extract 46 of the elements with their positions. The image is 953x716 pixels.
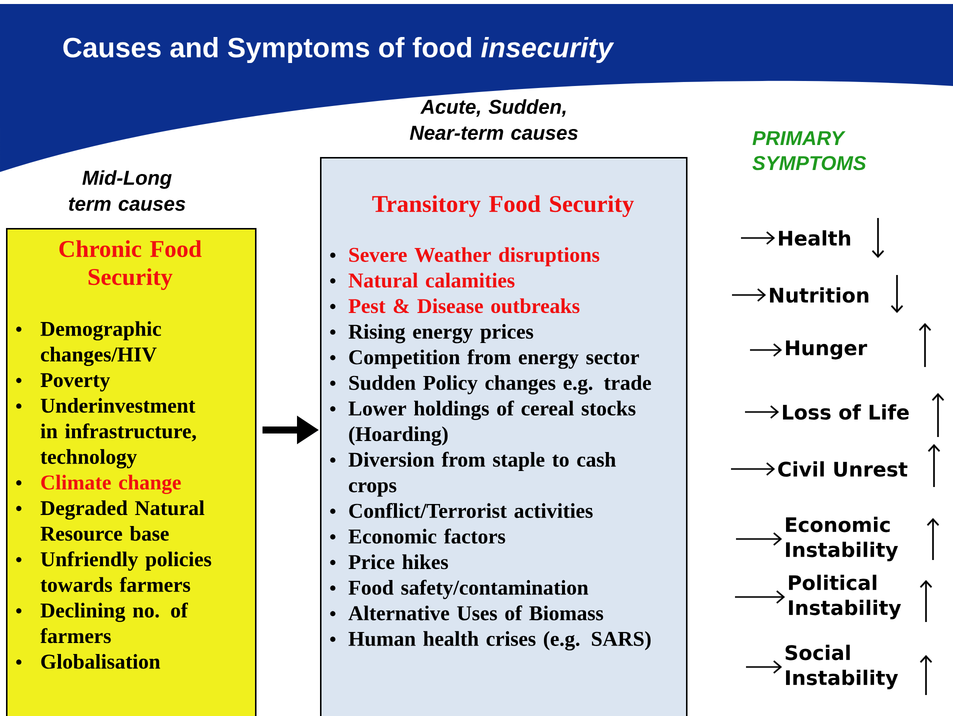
symptom-label: Nutrition <box>770 287 868 303</box>
panel-heading: Chronic Food Security <box>59 240 202 290</box>
bullet-item: Food safety/contamination <box>330 580 588 600</box>
bullet-item: Sudden Policy changes e.g. trade <box>330 375 651 394</box>
bullet-item: Unfriendly policies towards farmers <box>16 551 212 592</box>
bullet-item: Demographic changes/HIV <box>16 321 161 366</box>
bullet-item: Pest & Disease outbreaks <box>330 298 580 314</box>
symptom-label: Loss of Life <box>783 404 909 420</box>
arrow <box>741 231 775 245</box>
bullet-item: Declining no. of farmers <box>16 602 188 644</box>
bullet-item: Rising energy prices <box>330 324 534 344</box>
arrow <box>745 405 779 419</box>
arrow <box>746 660 782 674</box>
bullet-item: Conflict/Terrorist activities <box>330 502 593 518</box>
column-heading: Mid-Long term causes <box>68 170 186 211</box>
bullet-item: Degraded Natural Resource base <box>16 500 204 541</box>
symptom-label: Hunger <box>786 340 868 360</box>
bullet-item: Alternative Uses of Biomass <box>330 605 604 620</box>
bullet-item: Diversion from staple to cash crops <box>330 452 616 497</box>
bullet-item: Globalisation <box>16 654 160 669</box>
bullet-item: Climate change <box>16 474 181 494</box>
arrow <box>750 343 782 357</box>
bullet-item: Lower holdings of cereal stocks (Hoarding) <box>330 400 636 446</box>
cause-panel <box>320 99 688 716</box>
bullet-item: Severe Weather disruptions <box>330 247 600 266</box>
cause-panel <box>6 170 256 716</box>
bullet-item: Natural calamities <box>330 272 514 288</box>
symptom-label: Economic Instability <box>786 516 898 562</box>
bullet-item: Underinvestment in infrastructure, technology <box>16 398 196 468</box>
symptom-label: Health <box>779 230 850 246</box>
arrow <box>732 288 766 302</box>
symptom-label: Social Instability <box>786 644 898 690</box>
bullet-item: Economic factors <box>330 528 506 544</box>
column-heading: Acute, Sudden, Near-term causes <box>410 99 578 140</box>
panel-heading: Transitory Food Security <box>372 195 634 218</box>
arrow <box>736 532 782 546</box>
arrow <box>731 462 775 476</box>
slide-title: Causes and Symptoms of food insecurity <box>63 36 614 64</box>
arrow <box>735 590 785 604</box>
symptom-label: Political Instability <box>789 574 901 620</box>
bullet-item: Price hikes <box>330 554 448 570</box>
bullet-item: Competition from energy sector <box>330 349 639 369</box>
bullet-item: Poverty <box>16 373 110 392</box>
symptom-label: Civil Unrest <box>778 461 908 477</box>
bullet-item: Human health crises (e.g. SARS) <box>330 631 651 650</box>
column-heading: PRIMARY SYMPTOMS <box>752 131 866 170</box>
